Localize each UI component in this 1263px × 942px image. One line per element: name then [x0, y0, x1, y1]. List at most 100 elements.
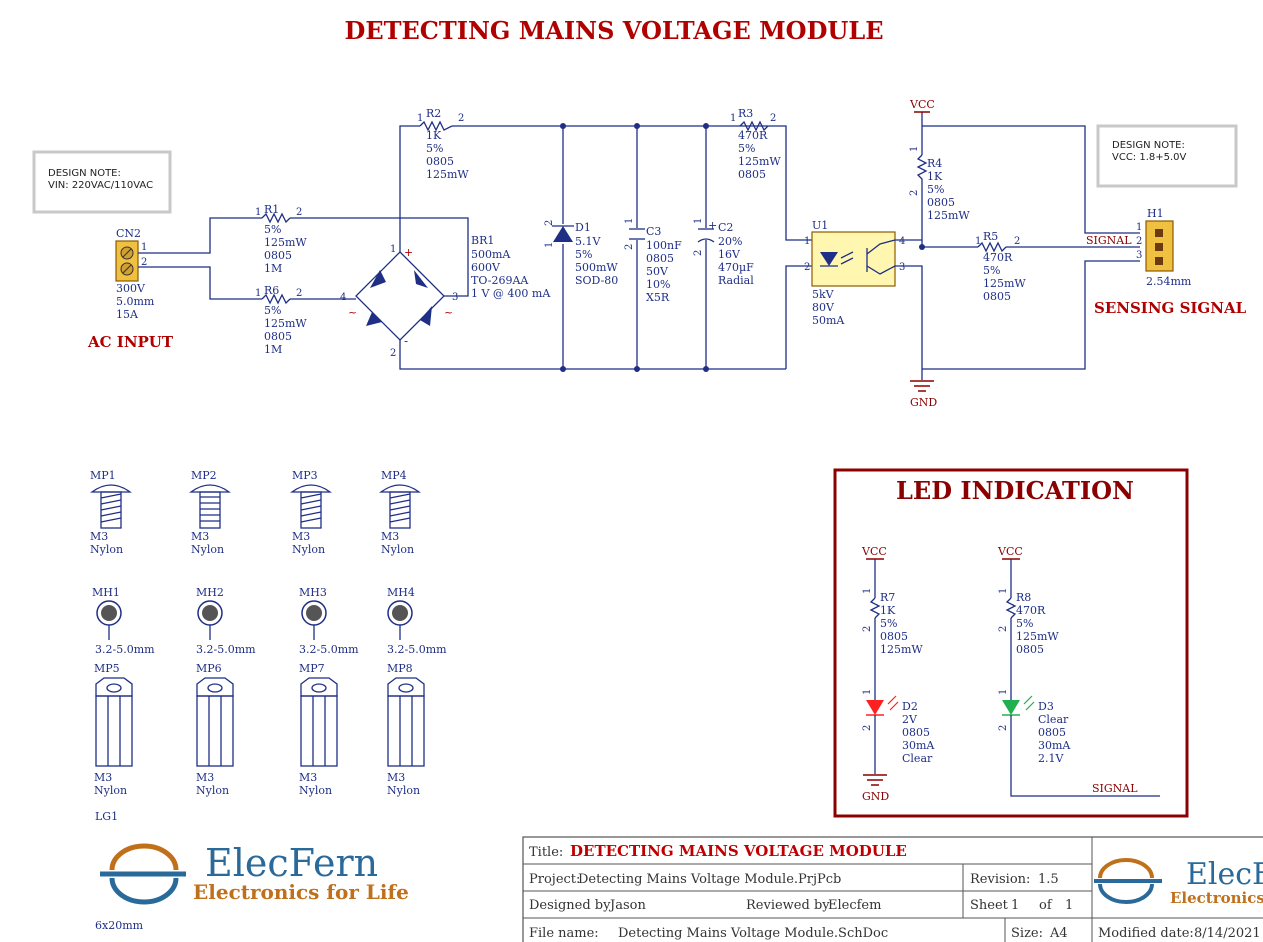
- svg-text:MP6: MP6: [196, 662, 222, 675]
- svg-text:SOD-80: SOD-80: [575, 274, 618, 287]
- svg-text:MH2: MH2: [196, 586, 224, 599]
- svg-text:Reviewed by: Reviewed by: [746, 898, 830, 913]
- r6-resistor: R6 1 2 5% 125mW 0805 1M: [255, 284, 307, 356]
- svg-text:15A: 15A: [116, 308, 139, 321]
- svg-text:4: 4: [340, 292, 346, 303]
- svg-text:1: 1: [1011, 898, 1019, 913]
- svg-text:1.5: 1.5: [1038, 872, 1059, 887]
- svg-text:D2: D2: [902, 700, 918, 713]
- svg-text:Modified date:: Modified date:: [1098, 926, 1194, 941]
- svg-text:20%: 20%: [718, 235, 742, 248]
- svg-text:1K: 1K: [927, 170, 943, 183]
- design-note-right: DESIGN NOTE: VCC: 1.8+5.0V: [1096, 124, 1238, 188]
- svg-text:Size:: Size:: [1011, 926, 1043, 941]
- svg-text:600V: 600V: [471, 261, 501, 274]
- svg-text:0805: 0805: [927, 196, 955, 209]
- svg-text:50V: 50V: [646, 265, 669, 278]
- svg-text:1: 1: [624, 218, 635, 224]
- wires-input: [138, 125, 812, 370]
- svg-text:470R: 470R: [738, 129, 768, 142]
- svg-text:1: 1: [255, 288, 261, 299]
- svg-text:125mW: 125mW: [264, 236, 307, 249]
- svg-text:Nylon: Nylon: [90, 543, 123, 556]
- svg-text:5%: 5%: [983, 264, 1000, 277]
- svg-text:2: 2: [862, 725, 873, 731]
- svg-text:~: ~: [444, 306, 453, 319]
- svg-text:Detecting Mains Voltage Module: Detecting Mains Voltage Module.SchDoc: [618, 926, 888, 941]
- svg-text:470R: 470R: [1016, 604, 1046, 617]
- svg-text:300V: 300V: [116, 282, 146, 295]
- svg-text:Sheet: Sheet: [970, 898, 1009, 913]
- svg-text:1: 1: [998, 689, 1009, 695]
- svg-text:125mW: 125mW: [880, 643, 923, 656]
- svg-text:125mW: 125mW: [927, 209, 970, 222]
- r4-resistor: R4 1 2 1K 5% 0805 125mW: [909, 146, 970, 222]
- svg-text:MP7: MP7: [299, 662, 325, 675]
- svg-text:VCC: VCC: [861, 545, 887, 558]
- svg-text:VCC: VCC: [997, 545, 1023, 558]
- svg-text:2: 2: [458, 113, 464, 124]
- r2-resistor: R2 1 2 1K 5% 0805 125mW: [417, 107, 469, 181]
- svg-text:MP1: MP1: [90, 469, 116, 482]
- svg-text:+: +: [404, 246, 413, 259]
- svg-text:3: 3: [899, 262, 905, 273]
- svg-text:2: 2: [1136, 236, 1142, 247]
- svg-text:-: -: [404, 334, 408, 348]
- svg-text:2.1V: 2.1V: [1038, 752, 1064, 765]
- svg-text:Clear: Clear: [1038, 713, 1069, 726]
- svg-text:3: 3: [452, 292, 458, 303]
- svg-text:1: 1: [862, 689, 873, 695]
- svg-text:10%: 10%: [646, 278, 670, 291]
- svg-text:GND: GND: [862, 790, 889, 803]
- standoff-mp7: MP7 M3 Nylon: [299, 662, 338, 797]
- svg-text:Detecting Mains Voltage Module: Detecting Mains Voltage Module.PrjPcb: [578, 872, 841, 887]
- svg-text:0805: 0805: [1038, 726, 1066, 739]
- svg-text:125mW: 125mW: [738, 155, 781, 168]
- svg-text:5.1V: 5.1V: [575, 235, 601, 248]
- svg-text:500mA: 500mA: [471, 248, 511, 261]
- svg-text:3.2-5.0mm: 3.2-5.0mm: [95, 643, 155, 656]
- svg-text:Nylon: Nylon: [196, 784, 229, 797]
- svg-text:Radial: Radial: [718, 274, 754, 287]
- svg-text:2: 2: [998, 725, 1009, 731]
- mount-hole-mh3: MH3 3.2-5.0mm: [299, 586, 359, 656]
- svg-text:Project:: Project:: [529, 872, 580, 887]
- br1-bridge-rectifier: + - ~ ~ 1 2 3 4 BR1 500mA 600V TO-269AA …: [340, 234, 551, 359]
- svg-text:0805: 0805: [646, 252, 674, 265]
- led-indication-section: LED INDICATION VCC R7 1 2 1K 5% 0805 125…: [833, 468, 1189, 818]
- svg-text:3.2-5.0mm: 3.2-5.0mm: [387, 643, 447, 656]
- svg-text:R6: R6: [264, 284, 279, 297]
- svg-text:Elecfem: Elecfem: [828, 898, 881, 913]
- svg-text:30mA: 30mA: [1038, 739, 1071, 752]
- svg-text:5%: 5%: [880, 617, 897, 630]
- schematic-title: DETECTING MAINS VOLTAGE MODULE: [345, 16, 884, 45]
- svg-text:U1: U1: [812, 219, 828, 232]
- svg-text:2: 2: [1014, 236, 1020, 247]
- svg-text:5%: 5%: [426, 142, 443, 155]
- svg-text:SIGNAL: SIGNAL: [1092, 782, 1138, 795]
- svg-text:X5R: X5R: [646, 291, 670, 304]
- svg-text:M3: M3: [191, 530, 209, 543]
- svg-text:0805: 0805: [426, 155, 454, 168]
- svg-text:File name:: File name:: [529, 926, 599, 941]
- svg-text:M3: M3: [196, 771, 214, 784]
- title-block: Title: DETECTING MAINS VOLTAGE MODULE Pr…: [522, 836, 1263, 942]
- svg-text:16V: 16V: [718, 248, 741, 261]
- svg-text:1: 1: [1136, 222, 1142, 233]
- r5-resistor: R5 1 2 470R 5% 125mW 0805: [975, 230, 1026, 303]
- svg-text:2.54mm: 2.54mm: [1146, 275, 1192, 288]
- svg-text:R2: R2: [426, 107, 441, 120]
- d1-zener-diode: D1 2 1 5.1V 5% 500mW SOD-80: [544, 220, 618, 287]
- svg-text:0805: 0805: [738, 168, 766, 181]
- svg-text:2: 2: [624, 244, 635, 250]
- svg-text:Nylon: Nylon: [299, 784, 332, 797]
- svg-text:of: of: [1039, 898, 1053, 913]
- svg-text:125mW: 125mW: [983, 277, 1026, 290]
- svg-text:VCC: VCC: [909, 98, 935, 111]
- svg-text:LG1: LG1: [95, 810, 118, 823]
- svg-text:470µF: 470µF: [718, 261, 754, 274]
- svg-text:VCC: 1.8+5.0V: VCC: 1.8+5.0V: [1112, 152, 1187, 163]
- svg-text:2: 2: [862, 626, 873, 632]
- svg-text:500mW: 500mW: [575, 261, 618, 274]
